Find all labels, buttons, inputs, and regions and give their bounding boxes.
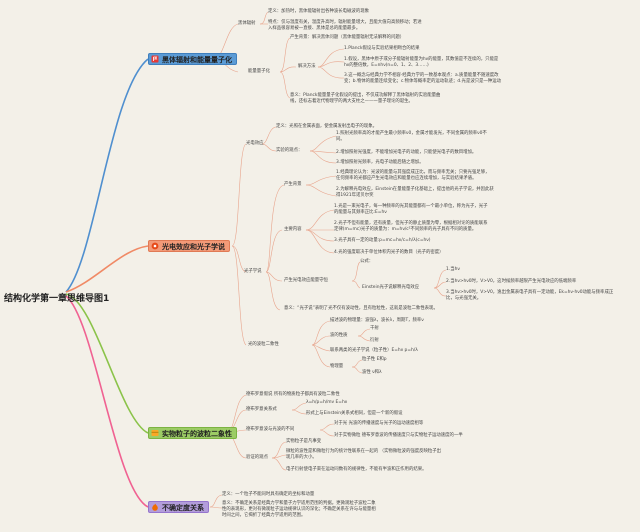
node-uncertainty-sig-1: 意义：不确定关系是经典力学和量子力学适用范围的判据。更微观粒子波粒二象 bbox=[222, 501, 376, 506]
branch-matter-waves[interactable]: 实物粒子的波粒二象性 bbox=[148, 427, 237, 439]
node-light-wave: 对于光 光波的传播速度与光子的运动速度相等 bbox=[334, 421, 424, 426]
node-classical-line1: 3.这一概念与经典力学不相容·经典力学的一致基本观点：a.质量能量不随速度改 bbox=[344, 73, 499, 78]
node-uncertainty-sig-2: 性的表现形，更对有微观粒子运动规律认识的深化；不确定关系在许与与能量相 bbox=[222, 507, 376, 512]
branch-photoelectric[interactable]: 光电效应和光子学说 bbox=[148, 240, 230, 252]
node-hypothesis-line1: 1.假设，黑体中原子或分子能辐射能量为hν的能量，其数值是不连续的，只能是 bbox=[344, 57, 499, 62]
node-uncertainty-sig-3: 时间之间，它揭折了经典力学适用的范围。 bbox=[222, 513, 306, 518]
node-feature-line1: 特点：仅与温度有关，温度升高时，辐射能量增大，且能大值向高频移动；若进 bbox=[268, 20, 422, 25]
node-classical-line2: 变；b.物体的能量连续变化；c.物体等概率定的运动轨迹；d.光是波只是一种运动 bbox=[344, 79, 502, 84]
node-matter-particle: 对于实物微粒 德布罗意波的传播速度只与实物粒子运动速度的一半 bbox=[334, 433, 463, 438]
node-planck-hypothesis: 1.Planck假设与实验结果相吻合的结果 bbox=[344, 46, 420, 51]
node-content-2b: 定律(m=mc)光子的质量为：m=hν/c²不同频率的光子具有不同的质量。 bbox=[334, 227, 477, 232]
branch-label: 黑体辐射和能量量子化 bbox=[162, 56, 232, 64]
node-blackbody-radiation: 黑体辐射 bbox=[238, 21, 256, 26]
node-diffraction: 衍射 bbox=[370, 338, 379, 343]
node-main-content: 主要内容 bbox=[284, 227, 302, 232]
node-content-1a: 1.光是一束光电子，每一种频率的光其能量都有一个最小单位，称为光子，光子 bbox=[334, 204, 488, 209]
branch-label: 光电效应和光子学说 bbox=[162, 243, 225, 251]
node-verify-2b: 现几率的大小。 bbox=[286, 455, 317, 460]
node-verification: 验证的观点 bbox=[246, 455, 268, 460]
node-uncertainty-definition: 定义：一个粒子不能同时具有确定的坐标和动量 bbox=[222, 492, 315, 497]
node-energy-conservation: 产生光电效应能量守恒 bbox=[284, 278, 328, 283]
flag-icon bbox=[151, 55, 159, 63]
node-content-4: 4.光的强度取决于单位体积内光子的数目（光子的密度） bbox=[334, 250, 444, 255]
gear-icon bbox=[151, 242, 159, 250]
node-definition: 定义：光照在金属表面，使金属发射出电子的现象。 bbox=[276, 124, 377, 129]
node-relation-note: 形式上与Einstein关系式相同，但是一个新的假设 bbox=[306, 411, 403, 416]
node-case-3b: 比，与光强无关。 bbox=[446, 296, 482, 301]
node-content-1b: 的能量与其频率正比:E=hν bbox=[334, 210, 387, 215]
node-wave-quantities: 描述波的物理量：波强λ，波长λ，周期T，频率ν bbox=[330, 318, 424, 323]
root-title: 结构化学第一章思维导图1 bbox=[4, 294, 110, 304]
node-wave-differences: 德布罗意波与光波的不同 bbox=[246, 427, 295, 432]
node-exp-1a: 1.照射光频率高的才能产生最小频率ν0，金属才能发光，不同金属的频率ν0不 bbox=[336, 131, 487, 136]
node-background: 产生背景：解决黑体问题（黑体能量辐射无法解释的问题） bbox=[290, 35, 405, 40]
node-exp-3: 3.增加照射光频率，光电子动能后随之增加。 bbox=[336, 160, 424, 165]
node-origin-1b: 任何频率的光都应产生光电效应和能量也应连续增加，与实验结果矛盾。 bbox=[336, 176, 477, 181]
node-debroglie-relation: 德布罗意关系式 bbox=[246, 407, 277, 412]
node-wave-particle-duality: 光的波粒二象性 bbox=[248, 342, 279, 347]
node-einstein-explain: Einstein光子说解释光电效应 bbox=[362, 285, 420, 290]
node-debroglie-hypothesis: 德布罗意假说 所有的物质粒子都具有波粒二象性 bbox=[246, 392, 340, 397]
node-case-2: 2.当hν>hν0时，V>V0，这时候频率越限产生光电效应的低端频率 bbox=[446, 279, 577, 284]
node-wave-quantities-2: 波性 ν和λ bbox=[362, 370, 382, 375]
node-wave-properties: 波的性质 bbox=[330, 333, 348, 338]
branch-blackbody[interactable]: 黑体辐射和能量量子化 bbox=[148, 53, 237, 65]
node-origin: 产生背景 bbox=[284, 182, 302, 187]
node-photon-significance: 意义：“光子说”表明了光不仅有波动性，且有粒粒性，这就是波粒二象性表现。 bbox=[284, 306, 438, 311]
fire-icon bbox=[151, 503, 159, 511]
node-formula: 公式： bbox=[360, 259, 374, 264]
node-verify-2a: 微粒的波性是和微粒行为的统计性联系在一起的 （实物微粒波的强度反映粒子出 bbox=[286, 449, 442, 454]
node-significance-line2: 线，还标志着近代物理学的两大支柱之——一量子理论的诞生。 bbox=[290, 99, 413, 104]
node-content-3: 3.光子具有一定的动量:p=mc=hν/c=h/λ(c=hν) bbox=[334, 238, 431, 243]
node-content-2a: 2.光子不但有能量，还有质量，但光子的静止质量为零，根据相对论的质能联系 bbox=[334, 221, 488, 226]
node-quantization: 能量量子化 bbox=[248, 69, 270, 74]
node-exp-1b: 同。 bbox=[336, 137, 345, 142]
node-photoelectric-effect: 光电效应 bbox=[246, 141, 264, 146]
node-photon-theory: 光子学说 bbox=[244, 269, 262, 274]
node-feature-line2: 入样品很容易被一直接、黑体是总的能量最多。 bbox=[268, 26, 361, 31]
branch-uncertainty[interactable]: 不确定度关系 bbox=[148, 501, 209, 513]
node-interference: 干射 bbox=[370, 326, 379, 331]
node-case-3a: 3.当hν>hν0时，V>V0，逸出金属表电子具有一定动能，Ek=hν-hν0动… bbox=[446, 290, 614, 295]
node-verify-1: 实物粒子是凡事变 bbox=[286, 439, 322, 444]
node-origin-2b: 得1921年诺贝尔奖 bbox=[336, 193, 374, 198]
node-origin-1a: 1.经典理论认为：光波的能量与其强度成正比，而与频率无关；只要光强足够， bbox=[336, 170, 490, 175]
node-exp-2: 2.增加照射光强度，不能增加光电子的动能，只能使光电子的数目增加。 bbox=[336, 150, 477, 155]
node-experiment: 实验的观点： bbox=[276, 148, 303, 153]
node-particle-quantities: 粒子性 E和p bbox=[362, 357, 387, 362]
branch-label: 实物粒子的波粒二象性 bbox=[162, 430, 232, 438]
box-icon bbox=[151, 429, 159, 437]
node-verify-3: 电子衍射使电子束在运动同数有的规律性，不能有半波和正作用的结果。 bbox=[286, 467, 427, 472]
node-physical-quantity: 物理量 bbox=[330, 364, 344, 369]
node-solution: 解决方法 bbox=[298, 64, 316, 69]
node-hypothesis-line2: hν的整倍数，E=nhν(n=0、1、2、3……) bbox=[344, 63, 429, 68]
node-link: 联系两类的光子学说（粒子性）E=hν p=h/λ bbox=[330, 348, 418, 353]
node-significance-line1: 意义：Planck能量量子化假设的提出，不仅成功解释了黑体辐射的实验能量曲 bbox=[290, 93, 441, 98]
branch-label: 不确定度关系 bbox=[162, 504, 204, 512]
node-origin-2a: 2.为解释光电效应，Einstein在量能量子化基础上，提出他的光子学说，并因此… bbox=[336, 187, 494, 192]
node-relation-formula: λ=h/p=h/mv E=hν bbox=[306, 400, 348, 405]
node-case-1: 1.当hν bbox=[446, 267, 460, 272]
node-definition: 定义：加热时，黑体能辐射出各种波长电磁波的现象 bbox=[268, 9, 369, 14]
